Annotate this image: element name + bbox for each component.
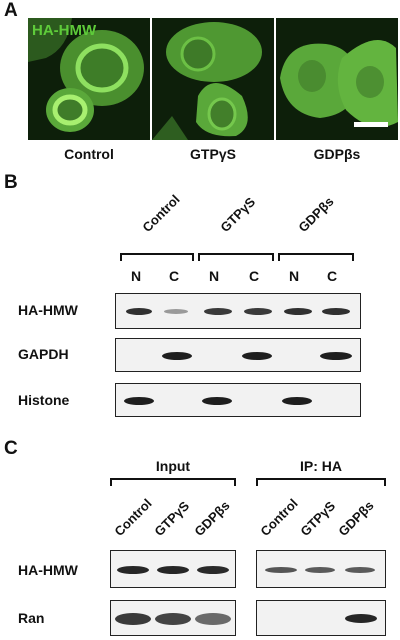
- band: [202, 397, 232, 405]
- band: [126, 308, 152, 315]
- row-label-ran: Ran: [18, 610, 45, 626]
- band: [124, 397, 154, 405]
- band: [345, 614, 377, 623]
- band: [284, 308, 312, 315]
- band: [305, 567, 335, 573]
- lane-c-2: C: [248, 268, 260, 284]
- band: [155, 613, 191, 625]
- group-label-input: Input: [155, 458, 191, 474]
- blot-input-ha-hmw: [110, 550, 236, 588]
- band: [322, 308, 350, 315]
- caption-gtpys: GTPγS: [190, 146, 236, 162]
- lane-n-2: N: [208, 268, 220, 284]
- band: [265, 567, 297, 573]
- micrograph-gtpys-image: [152, 18, 274, 140]
- row-label-gapdh: GAPDH: [18, 346, 69, 362]
- input-lane-gdpbs: GDPβs: [191, 497, 233, 539]
- lane-c-1: C: [168, 268, 180, 284]
- micrograph-control-image: [28, 18, 150, 140]
- bracket-control: [120, 253, 194, 261]
- row-label-histone: Histone: [18, 392, 70, 408]
- blot-histone: [115, 383, 361, 417]
- band: [242, 352, 272, 360]
- micrograph-control: HA-HMW: [28, 18, 150, 140]
- group-label-gdpbs: GDPβs: [295, 193, 337, 235]
- input-lane-control: Control: [111, 495, 155, 539]
- panel-c-letter: C: [4, 438, 18, 459]
- row-label-c-ha-hmw: HA-HMW: [18, 562, 78, 578]
- band: [197, 566, 229, 574]
- ip-lane-gtpys: GTPγS: [297, 498, 339, 539]
- ip-lane-gdpbs: GDPβs: [335, 497, 377, 539]
- band: [157, 566, 189, 574]
- panel-b-letter: B: [4, 172, 18, 193]
- lane-n-1: N: [130, 268, 142, 284]
- blot-ip-ha-hmw: [256, 550, 386, 588]
- blot-ha-hmw: [115, 293, 361, 329]
- band: [204, 308, 232, 315]
- lane-c-3: C: [326, 268, 338, 284]
- band: [162, 352, 192, 360]
- scale-bar: [354, 122, 388, 127]
- bracket-input: [110, 478, 236, 486]
- blot-gapdh: [115, 338, 361, 372]
- group-label-ip-ha: IP: HA: [300, 458, 342, 474]
- input-lane-gtpys: GTPγS: [151, 498, 193, 539]
- band: [115, 613, 151, 625]
- group-label-control: Control: [139, 191, 183, 235]
- caption-control: Control: [64, 146, 114, 162]
- bracket-ip: [256, 478, 386, 486]
- band: [195, 613, 231, 625]
- bracket-gdpbs: [278, 253, 354, 261]
- caption-gdpbs: GDPβs: [313, 146, 361, 162]
- lane-n-3: N: [288, 268, 300, 284]
- micrograph-gdpbs-image: [276, 18, 398, 140]
- ip-lane-control: Control: [257, 495, 301, 539]
- band: [320, 352, 352, 360]
- band: [345, 567, 375, 573]
- row-label-ha-hmw: HA-HMW: [18, 302, 78, 318]
- micrograph-gtpys: [152, 18, 274, 140]
- blot-ip-ran: [256, 600, 386, 636]
- micrograph-gdpbs: [276, 18, 398, 140]
- band: [117, 566, 149, 574]
- band: [244, 308, 272, 315]
- group-label-gtpys: GTPγS: [217, 194, 259, 235]
- blot-input-ran: [110, 600, 236, 636]
- band: [164, 309, 188, 314]
- band: [282, 397, 312, 405]
- bracket-gtpys: [198, 253, 274, 261]
- micrograph-overlay-label: HA-HMW: [32, 22, 97, 39]
- panel-a-letter: A: [4, 0, 18, 21]
